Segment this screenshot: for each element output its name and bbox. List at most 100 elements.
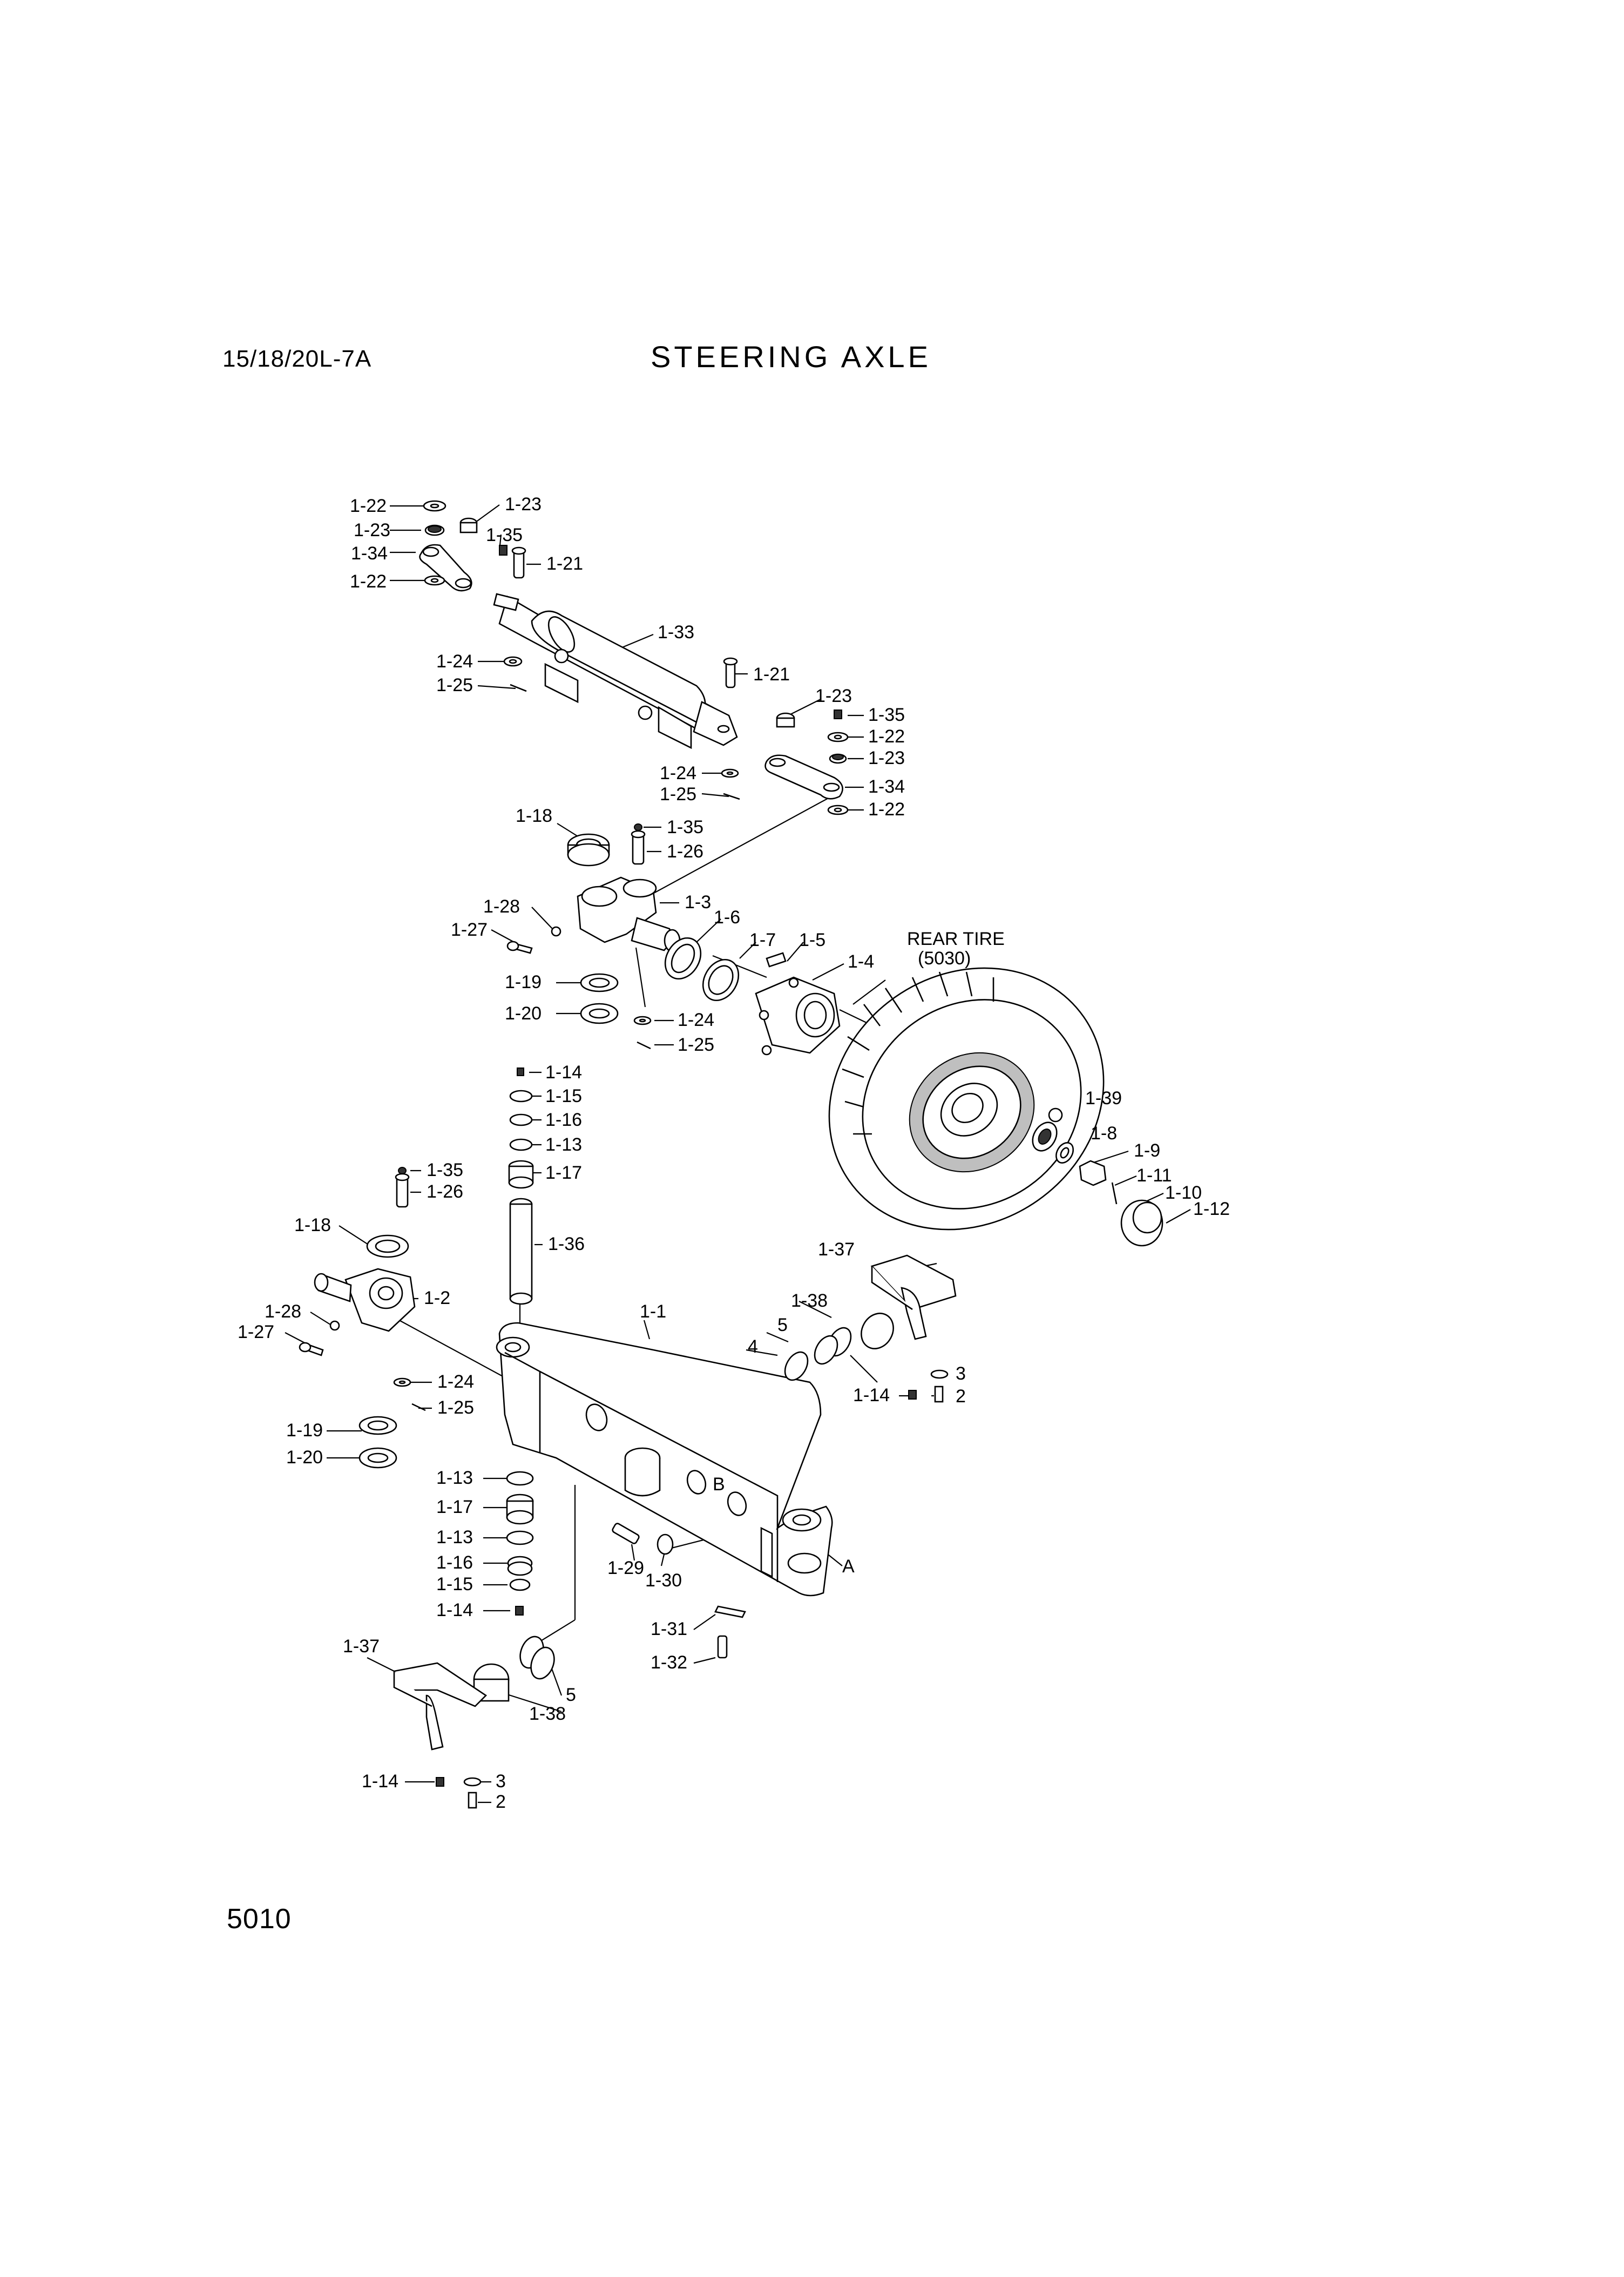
- callout-1-4: 1-4: [848, 951, 874, 972]
- callout-1-18: 1-18: [294, 1215, 331, 1235]
- callout-1-20: 1-20: [286, 1447, 323, 1468]
- callout-1-38: 1-38: [529, 1704, 566, 1724]
- callout-1-29: 1-29: [607, 1558, 644, 1578]
- callout-1-28: 1-28: [483, 896, 520, 917]
- callout-2: 2: [956, 1386, 966, 1407]
- callout-1-33: 1-33: [658, 622, 694, 643]
- callout-1-13: 1-13: [545, 1134, 582, 1155]
- callout-1-30: 1-30: [645, 1570, 682, 1591]
- bolt-parts-center: [612, 1523, 746, 1659]
- callout-1-35: 1-35: [427, 1160, 463, 1180]
- callout-1-37: 1-37: [818, 1239, 855, 1260]
- callout-1-19: 1-19: [505, 972, 542, 992]
- callout-1-5: 1-5: [799, 930, 825, 950]
- steering-linkage-right: [764, 710, 849, 815]
- rear-tire: [828, 967, 1105, 1231]
- rear-tire-label: REAR TIRE: [907, 929, 1005, 949]
- callout-1-39: 1-39: [1085, 1088, 1122, 1109]
- callout-1-1: 1-1: [640, 1301, 666, 1322]
- callout-1-32: 1-32: [651, 1652, 687, 1673]
- callout-1-15: 1-15: [545, 1086, 582, 1106]
- upper-steering-knuckle: [506, 823, 740, 1050]
- callout-1-34: 1-34: [868, 776, 905, 797]
- callout-1-15: 1-15: [436, 1574, 473, 1594]
- callout-1-35: 1-35: [667, 817, 703, 837]
- callout-5: 5: [777, 1315, 788, 1335]
- king-pin-stack: [508, 1067, 534, 1305]
- rear-tire-ref: (5030): [918, 948, 971, 969]
- callout-1-24: 1-24: [660, 763, 696, 783]
- callout-1-14: 1-14: [362, 1771, 398, 1792]
- callout-1-22: 1-22: [350, 571, 387, 592]
- callout-1-25: 1-25: [437, 1397, 474, 1418]
- callout-1-27: 1-27: [238, 1322, 274, 1342]
- callout-1-14: 1-14: [436, 1600, 473, 1620]
- callout-1-25: 1-25: [660, 784, 696, 805]
- callout-1-17: 1-17: [545, 1163, 582, 1183]
- callout-1-16: 1-16: [436, 1552, 473, 1573]
- callout-1-23: 1-23: [505, 494, 542, 515]
- callout-1-10: 1-10: [1165, 1183, 1202, 1203]
- callout-1-21: 1-21: [546, 553, 583, 574]
- callout-1-36: 1-36: [548, 1234, 585, 1254]
- callout-1-24: 1-24: [437, 1371, 474, 1392]
- callout-1-35: 1-35: [486, 525, 523, 545]
- callout-labels: 1-22 1-23 1-23 1-35 1-34 1-21 1-22 1-33 …: [238, 494, 1230, 1812]
- callout-4: 4: [748, 1336, 758, 1357]
- axle-mount-parts-right: [784, 1254, 957, 1403]
- steering-cylinder: [493, 593, 740, 800]
- callout-5: 5: [566, 1685, 576, 1705]
- lower-steering-knuckle: [299, 1167, 426, 1469]
- callout-1-19: 1-19: [286, 1420, 323, 1441]
- callout-1-38: 1-38: [791, 1290, 828, 1311]
- callout-3: 3: [496, 1771, 506, 1792]
- callout-1-31: 1-31: [651, 1619, 687, 1639]
- callout-1-14: 1-14: [545, 1062, 582, 1083]
- callout-1-35: 1-35: [868, 705, 905, 725]
- callout-3: 3: [956, 1363, 966, 1384]
- callout-1-16: 1-16: [545, 1110, 582, 1130]
- callout-1-26: 1-26: [667, 841, 703, 862]
- callout-1-23: 1-23: [354, 520, 390, 540]
- callout-1-12: 1-12: [1193, 1199, 1230, 1219]
- steering-linkage-top: [419, 500, 526, 592]
- axle-mount-parts-left: [393, 1636, 555, 1809]
- callout-2: 2: [496, 1792, 506, 1812]
- callout-1-24: 1-24: [436, 651, 473, 672]
- callout-1-9: 1-9: [1134, 1140, 1160, 1161]
- callout-1-13: 1-13: [436, 1468, 473, 1488]
- callout-1-14: 1-14: [853, 1385, 890, 1406]
- callout-1-7: 1-7: [749, 930, 776, 950]
- callout-1-17: 1-17: [436, 1497, 473, 1517]
- callout-1-18: 1-18: [516, 806, 552, 826]
- axle-beam: [496, 1322, 833, 1597]
- hub-bearing-parts: [1032, 1107, 1163, 1247]
- callout-1-34: 1-34: [351, 543, 388, 564]
- lower-king-pin-stack: [506, 1471, 534, 1616]
- callout-1-23: 1-23: [815, 686, 852, 706]
- callout-1-22: 1-22: [868, 799, 905, 820]
- callout-1-8: 1-8: [1091, 1123, 1117, 1144]
- callout-1-22: 1-22: [868, 726, 905, 747]
- callout-1-20: 1-20: [505, 1003, 542, 1024]
- callout-1-2: 1-2: [424, 1288, 450, 1308]
- callout-A: A: [842, 1556, 855, 1577]
- wheel-hub: [755, 952, 841, 1056]
- callout-B: B: [713, 1474, 725, 1495]
- callout-1-3: 1-3: [685, 892, 711, 913]
- callout-1-37: 1-37: [343, 1636, 380, 1657]
- callout-1-11: 1-11: [1136, 1165, 1172, 1186]
- callout-1-26: 1-26: [427, 1181, 463, 1202]
- model-code: 15/18/20L-7A: [222, 346, 372, 372]
- page-number: 5010: [227, 1903, 292, 1935]
- callout-1-27: 1-27: [451, 920, 488, 940]
- callout-1-22: 1-22: [350, 496, 387, 516]
- callout-1-25: 1-25: [678, 1035, 714, 1055]
- callout-1-13: 1-13: [436, 1527, 473, 1548]
- callout-1-25: 1-25: [436, 675, 473, 695]
- callout-1-6: 1-6: [714, 907, 740, 928]
- callout-1-24: 1-24: [678, 1010, 714, 1030]
- callout-1-21: 1-21: [753, 664, 790, 685]
- callout-1-28: 1-28: [265, 1301, 301, 1322]
